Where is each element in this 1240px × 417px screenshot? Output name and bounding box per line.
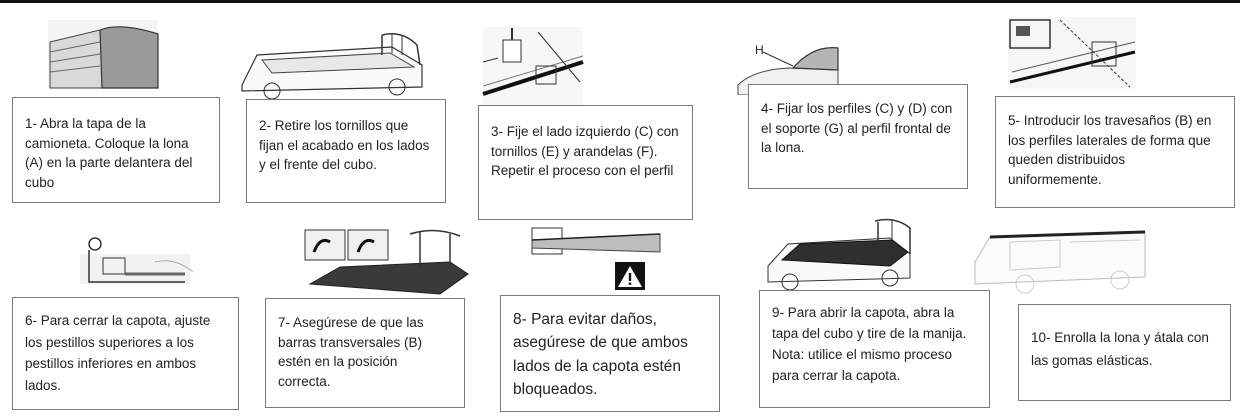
warning-triangle-icon (615, 262, 645, 290)
illustration-step-9 (760, 216, 915, 296)
step-4-text: 4- Fijar los perfiles (C) y (D) con el s… (761, 101, 953, 156)
illustration-step-10 (970, 222, 1150, 297)
step-2-text: 2- Retire los tornillos que fijan el aca… (259, 118, 430, 173)
illustration-step-3 (478, 22, 588, 107)
step-9-box: 9- Para abrir la capota, abra la tapa de… (759, 290, 990, 408)
step-4-box: 4- Fijar los perfiles (C) y (D) con el s… (748, 84, 968, 189)
fig4-letter: H (755, 43, 764, 57)
illustration-step-8 (530, 226, 665, 288)
step-7-box: 7- Asegúrese de que las barras transvers… (265, 298, 465, 408)
step-9-text: 9- Para abrir la capota, abra la tapa de… (772, 305, 967, 383)
step-3-box: 3- Fije el lado izquierdo (C) con tornil… (478, 105, 693, 220)
illustration-step-7 (300, 222, 475, 302)
step-8-text: 8- Para evitar daños, asegúrese de que a… (513, 311, 688, 398)
illustration-step-6 (75, 232, 195, 292)
step-6-text: 6- Para cerrar la capota, ajuste los pes… (25, 313, 211, 393)
illustration-step-4: H (733, 40, 843, 95)
top-border-line (0, 0, 1240, 3)
illustration-step-5 (1000, 12, 1140, 92)
illustration-step-1 (40, 12, 165, 92)
step-6-box: 6- Para cerrar la capota, ajuste los pes… (12, 297, 239, 410)
illustration-step-2 (232, 25, 432, 105)
step-5-text: 5- Introducir los travesaños (B) en los … (1008, 113, 1212, 187)
step-10-text: 10- Enrolla la lona y átala con las goma… (1031, 330, 1209, 368)
step-10-box: 10- Enrolla la lona y átala con las goma… (1018, 304, 1231, 401)
step-8-box: 8- Para evitar daños, asegúrese de que a… (500, 295, 720, 412)
step-3-text: 3- Fije el lado izquierdo (C) con tornil… (491, 124, 679, 179)
step-2-box: 2- Retire los tornillos que fijan el aca… (246, 99, 446, 203)
step-1-box: 1- Abra la tapa de la camioneta. Coloque… (12, 97, 220, 203)
step-1-text: 1- Abra la tapa de la camioneta. Coloque… (25, 116, 193, 190)
step-7-text: 7- Asegúrese de que las barras transvers… (278, 315, 424, 389)
step-5-box: 5- Introducir los travesaños (B) en los … (995, 96, 1235, 208)
